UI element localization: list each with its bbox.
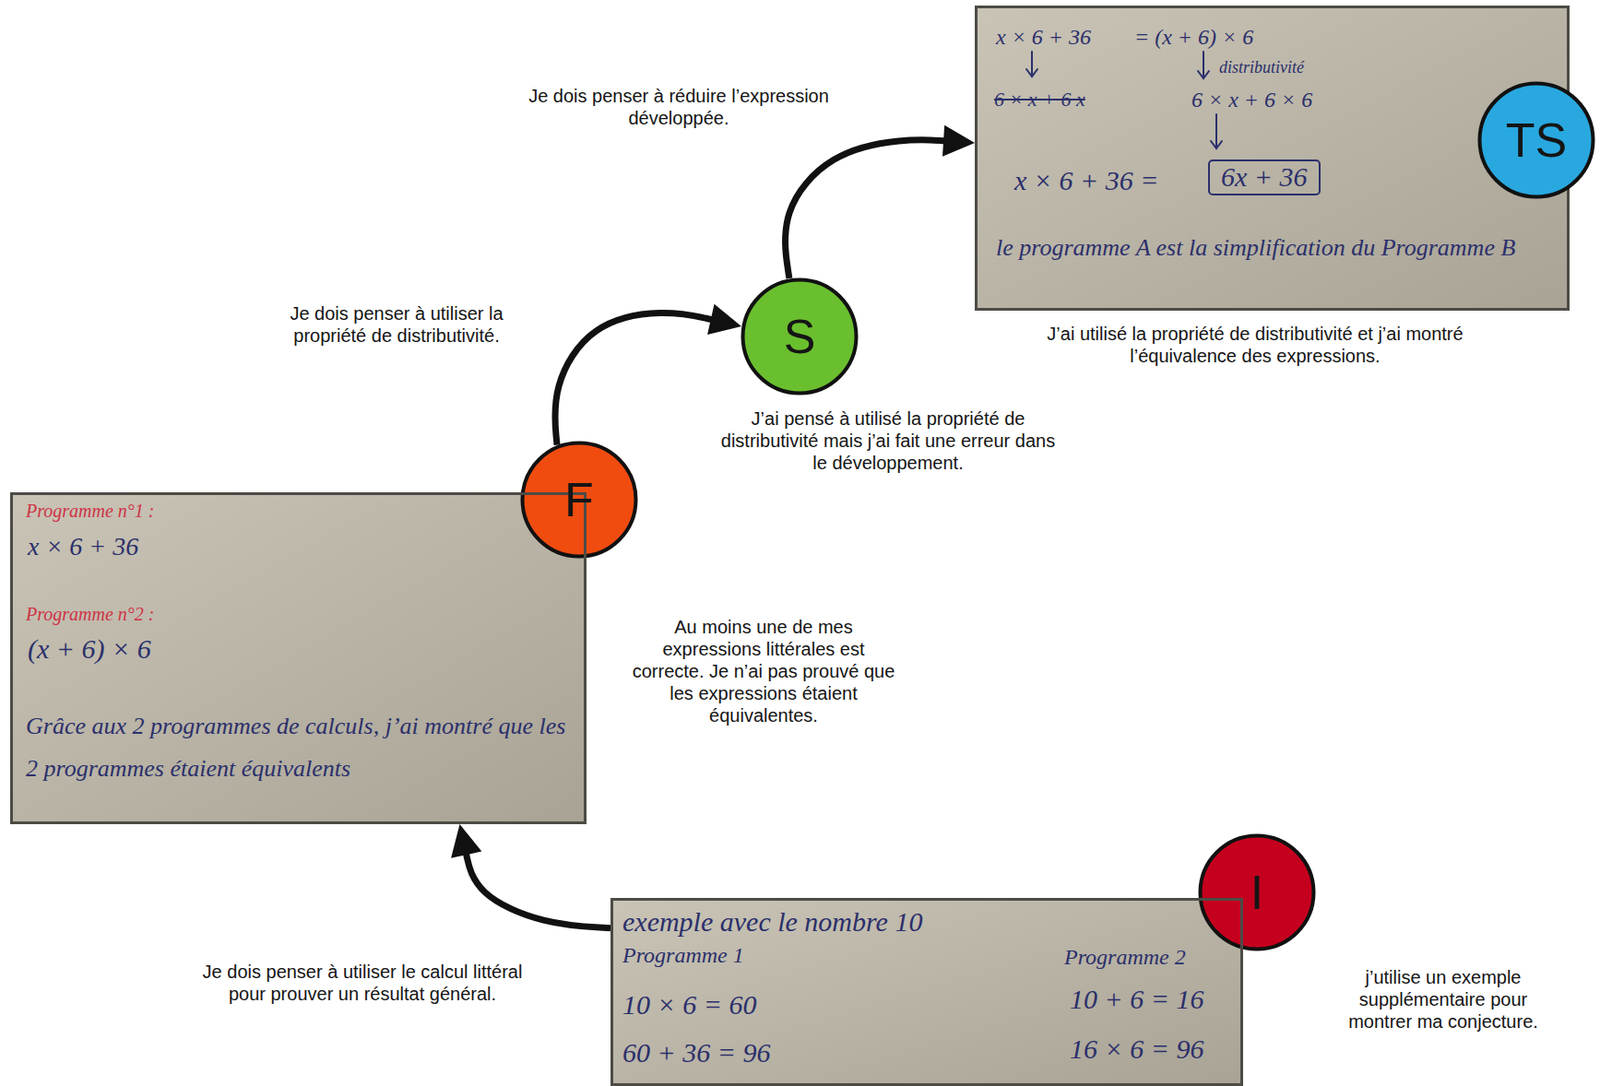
handwritten-text: 16 × 6 = 96: [1069, 1033, 1205, 1067]
arrow-label: Je dois penser à utiliser la propriété d…: [262, 302, 531, 347]
handwritten-text: x × 6 + 36: [27, 532, 139, 562]
photo-box: Programme n°1 : x × 6 + 36 Programme n°2 :…: [10, 492, 587, 825]
hand-arrow: [1026, 51, 1038, 77]
arrow-head: [707, 304, 742, 335]
arrow-label: Je dois penser à réduire l’expression dé…: [503, 84, 854, 130]
caption-text: Au moins une de mes expressions littéral…: [625, 616, 902, 727]
handwritten-text: 10 × 6 = 60: [622, 989, 758, 1022]
badge-circle: [1200, 836, 1315, 950]
badge-circle: [743, 280, 857, 394]
connector-group: [785, 125, 975, 279]
handwritten-text: distributivité: [1219, 58, 1304, 78]
level-badge: F: [520, 440, 639, 559]
handwritten-text: 6x + 36: [1208, 159, 1321, 196]
photo-paper: [10, 492, 587, 825]
handwritten-text: le programme A est la simplification du …: [995, 229, 1550, 267]
connector-arrow: [555, 313, 715, 446]
hand-arrow: [1210, 114, 1222, 149]
caption-text: J’ai pensé à utilisé la propriété de dis…: [717, 407, 1059, 475]
photo-paper: [974, 5, 1570, 311]
connector-group: [555, 304, 742, 446]
level-badge: TS: [1477, 81, 1596, 200]
handwritten-text: exemple avec le nombre 10: [622, 906, 923, 939]
photo-box: x × 6 + 36 = (x + 6) × 6 6 × x + 6 x distri…: [974, 5, 1570, 311]
badge-letter: TS: [1505, 116, 1567, 165]
handwritten-text: = (x + 6) × 6: [1134, 24, 1254, 51]
handwritten-text: 10 + 6 = 16: [1069, 983, 1205, 1017]
level-badge: S: [740, 277, 859, 396]
photo-box: exemple avec le nombre 10 Programme 1 Prog…: [610, 898, 1244, 1086]
handwritten-text: Programme 1: [622, 943, 745, 970]
connector-arrow: [785, 140, 949, 279]
badge-circle: [522, 443, 637, 558]
badge-circle: [1480, 83, 1594, 198]
handwritten-text: Programme 2: [1064, 945, 1186, 972]
handwritten-text: 60 + 36 = 96: [622, 1037, 771, 1070]
handwritten-text: Programme n°1 :: [25, 500, 155, 522]
handwritten-text: x × 6 + 36 =: [1014, 165, 1160, 198]
handwritten-text: Programme n°2 :: [25, 604, 155, 626]
level-badge: I: [1197, 833, 1316, 952]
arrow-head: [450, 824, 482, 859]
arrow-label: Je dois penser à utiliser le calcul litt…: [191, 960, 534, 1006]
arrow-head: [942, 125, 975, 157]
handwritten-text: (x + 6) × 6: [27, 633, 152, 666]
handwritten-text: 6 × x + 6 × 6: [1191, 87, 1313, 114]
caption-text: j’utilise un exemple supplémentaire pour…: [1327, 966, 1559, 1033]
connector-arrow: [465, 851, 611, 928]
caption-text: J’ai utilisé la propriété de distributiv…: [1006, 322, 1505, 368]
handwritten-text: 6 × x + 6 x: [994, 87, 1086, 111]
badge-letter: S: [783, 312, 817, 361]
badge-letter: I: [1250, 868, 1264, 917]
connector-group: [450, 824, 611, 929]
hand-arrow: [1197, 51, 1209, 79]
handwritten-text: Grâce aux 2 programmes de calculs, j’ai …: [25, 705, 575, 791]
badge-letter: F: [564, 475, 594, 524]
handwritten-text: x × 6 + 36: [995, 24, 1091, 51]
photo-paper: [610, 898, 1244, 1086]
